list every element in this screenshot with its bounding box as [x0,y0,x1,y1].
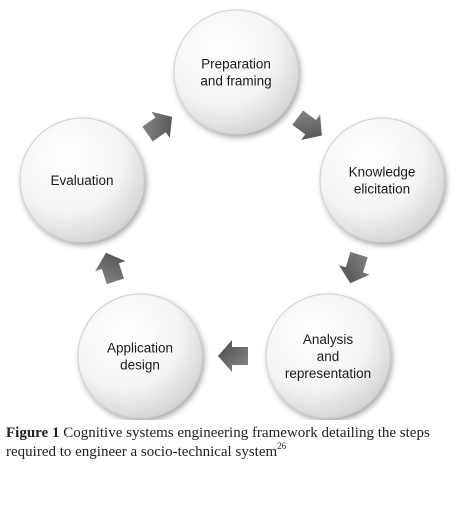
node-application: Application design [77,293,203,419]
cycle-arrow-3 [218,340,248,372]
node-circle-application [77,293,203,419]
node-label-preparation: and framing [200,74,271,89]
node-label-preparation: Preparation [201,57,271,72]
caption-text: Cognitive systems engineering framework … [6,425,430,460]
node-label-analysis: and [317,349,340,364]
node-circle-preparation [173,9,299,135]
node-circle-knowledge [319,117,445,243]
node-label-knowledge: elicitation [354,182,410,197]
node-circle-analysis [265,293,391,419]
cycle-arrow-5 [142,111,173,142]
node-circle-evaluation [19,117,145,243]
cycle-arrow-2 [339,251,370,284]
node-label-knowledge: Knowledge [349,165,416,180]
node-label-analysis: Analysis [303,332,354,347]
node-label-application: Application [107,341,173,356]
node-label-analysis: representation [285,366,371,381]
cycle-arrow-4 [95,252,126,285]
node-label-evaluation: Evaluation [50,173,113,188]
figure-caption: Figure 1 Cognitive systems engineering f… [6,424,456,462]
node-analysis: Analysis and representation [265,293,391,419]
node-evaluation: Evaluation [19,117,145,243]
node-knowledge: Knowledge elicitation [319,117,445,243]
caption-label: Figure 1 [6,425,60,441]
node-label-application: design [120,358,160,373]
cycle-arrow-1 [292,110,322,141]
node-preparation: Preparation and framing [173,9,299,135]
caption-reference: 26 [277,441,287,451]
